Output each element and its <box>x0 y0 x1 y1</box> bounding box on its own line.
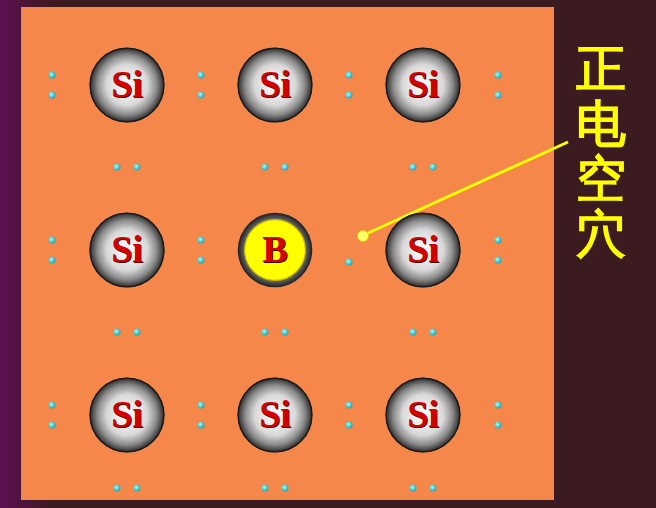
element-symbol: Si <box>407 230 439 268</box>
callout-label: 正电空穴 <box>576 42 626 262</box>
hole-dot <box>358 231 369 242</box>
element-symbol: Si <box>407 65 439 103</box>
leader-line <box>366 142 568 234</box>
element-symbol: Si <box>111 65 143 103</box>
silicon-atom: Si <box>385 212 461 288</box>
crystal-panel <box>21 7 554 500</box>
silicon-atom: Si <box>89 47 165 123</box>
element-symbol: Si <box>111 230 143 268</box>
element-symbol: Si <box>259 395 291 433</box>
element-symbol: Si <box>111 395 143 433</box>
silicon-atom: Si <box>385 377 461 453</box>
element-symbol: Si <box>259 65 291 103</box>
silicon-atom: Si <box>385 47 461 123</box>
silicon-atom: Si <box>89 377 165 453</box>
dopant-atom: B <box>237 212 313 288</box>
silicon-atom: Si <box>89 212 165 288</box>
silicon-atom: Si <box>237 377 313 453</box>
element-symbol: B <box>262 230 287 268</box>
electron-dots <box>49 72 502 492</box>
element-symbol: Si <box>407 395 439 433</box>
silicon-atom: Si <box>237 47 313 123</box>
